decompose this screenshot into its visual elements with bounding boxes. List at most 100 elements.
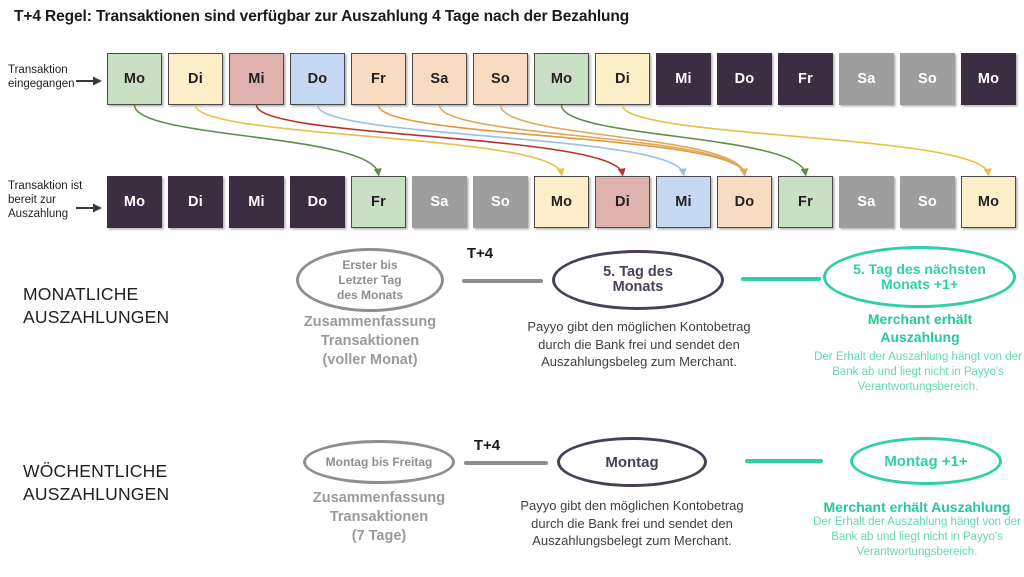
flow-arrow-5-to-10 (438, 104, 748, 177)
day-box-ready-3: Do (290, 176, 345, 228)
day-box-label: Sa (857, 194, 876, 210)
day-box-label: Di (615, 71, 630, 87)
weekly-connector-2 (745, 459, 823, 463)
monthly-title-line1: MONATLICHE (23, 284, 139, 304)
day-box-incoming-1: Di (168, 53, 223, 105)
monthly-step1-line2: Letzter Tag (338, 272, 402, 287)
monthly-step2-line2: Monats (612, 279, 664, 295)
day-box-ready-13: So (900, 176, 955, 228)
day-box-incoming-7: Mo (534, 53, 589, 105)
day-strip-ready: Mo Di Mi Do Fr Sa So Mo Di Mi Do Fr Sa So Mo (107, 176, 1016, 228)
day-box-ready-6: So (473, 176, 528, 228)
day-box-label: Mi (248, 71, 265, 87)
day-box-label: Sa (430, 71, 449, 87)
weekly-section-title: WÖCHENTLICHE AUSZAHLUNGEN (23, 460, 169, 506)
monthly-step2-ellipse[interactable]: 5. Tag des Monats (552, 250, 724, 310)
flow-arrow-7-to-11 (560, 104, 809, 177)
day-box-incoming-5: Sa (412, 53, 467, 105)
day-box-label: So (491, 194, 510, 210)
flow-arrow-6-to-10 (499, 104, 748, 177)
day-box-incoming-2: Mi (229, 53, 284, 105)
monthly-step1-line1: Erster bis (342, 257, 398, 272)
day-box-incoming-10: Do (717, 53, 772, 105)
day-box-label: Mi (675, 194, 692, 210)
day-box-ready-14: Mo (961, 176, 1016, 228)
weekly-step2-ellipse[interactable]: Montag (557, 437, 707, 487)
weekly-step1-caption-line2: Transaktionen (329, 509, 429, 525)
weekly-step3-caption-bold: Merchant erhält Auszahlung (810, 498, 1024, 516)
monthly-step3-bold-line2: Auszahlung (880, 329, 960, 345)
flow-arrow-8-to-14 (621, 104, 992, 177)
flow-arrow-3-to-9 (316, 104, 687, 177)
day-box-label: Mo (550, 194, 573, 210)
monthly-step1-caption-line2: Transaktionen (320, 333, 420, 349)
day-box-ready-10: Do (717, 176, 772, 228)
monthly-connector-2 (741, 277, 821, 281)
flow-arrow-2-to-8 (255, 104, 626, 177)
day-box-label: Fr (798, 71, 813, 87)
monthly-step3-bold-line1: Merchant erhält (867, 311, 973, 327)
day-box-label: Fr (371, 194, 386, 210)
day-box-label: Di (188, 194, 203, 210)
day-box-incoming-6: So (473, 53, 528, 105)
day-box-incoming-14: Mo (961, 53, 1016, 105)
monthly-title-line2: AUSZAHLUNGEN (23, 307, 170, 327)
day-box-label: Sa (430, 194, 449, 210)
monthly-step3-line1: 5. Tag des nächsten (853, 261, 986, 277)
day-box-incoming-9: Mi (656, 53, 711, 105)
monthly-step2-caption: Payyo gibt den möglichen Kontobetrag dur… (527, 319, 751, 369)
row-label-incoming: Transaktion eingegangen (8, 64, 75, 90)
weekly-step3-caption-small: Der Erhalt der Auszahlung hängt von der … (813, 516, 1021, 558)
day-box-label: So (918, 71, 937, 87)
flow-arrow-1-to-7 (194, 104, 565, 177)
day-box-ready-8: Di (595, 176, 650, 228)
day-box-ready-7: Mo (534, 176, 589, 228)
day-box-label: Mo (123, 194, 146, 210)
weekly-step2-caption: Payyo gibt den möglichen Kontobetrag dur… (520, 498, 744, 548)
monthly-step1-caption-line3: (voller Monat) (322, 352, 418, 368)
monthly-step3-caption-small: Der Erhalt der Auszahlung hängt von der … (814, 351, 1022, 393)
weekly-title-line2: AUSZAHLUNGEN (23, 484, 170, 504)
page-title: T+4 Regel: Transaktionen sind verfügbar … (14, 8, 630, 25)
day-box-label: Di (615, 194, 630, 210)
day-box-label: Di (188, 71, 203, 87)
day-box-ready-9: Mi (656, 176, 711, 228)
day-box-ready-4: Fr (351, 176, 406, 228)
flow-arrow-4-to-10 (377, 104, 748, 177)
weekly-connector-1 (464, 461, 548, 465)
day-box-incoming-8: Di (595, 53, 650, 105)
day-box-ready-5: Sa (412, 176, 467, 228)
monthly-step1-caption: Zusammenfassung Transaktionen (voller Mo… (268, 313, 472, 370)
day-box-label: So (918, 194, 937, 210)
day-box-label: Do (734, 194, 755, 210)
monthly-tplus4-label: T+4 (466, 245, 494, 262)
day-box-ready-0: Mo (107, 176, 162, 228)
day-box-label: Fr (371, 71, 386, 87)
monthly-step3-line2: Monats +1+ (880, 276, 959, 292)
weekly-step3-ellipse[interactable]: Montag +1+ (850, 437, 1002, 485)
monthly-connector-1 (462, 279, 543, 283)
monthly-step3-ellipse[interactable]: 5. Tag des nächsten Monats +1+ (823, 246, 1016, 308)
day-box-label: Mi (675, 71, 692, 87)
weekly-step1-ellipse[interactable]: Montag bis Freitag (303, 440, 455, 484)
day-box-incoming-12: Sa (839, 53, 894, 105)
day-box-label: Mi (248, 194, 265, 210)
day-box-incoming-0: Mo (107, 53, 162, 105)
monthly-step1-line3: des Monats (336, 287, 403, 302)
day-box-incoming-3: Do (290, 53, 345, 105)
weekly-step3-line1: Montag +1+ (884, 452, 968, 470)
weekly-tplus4-label: T+4 (473, 437, 501, 454)
weekly-step1-caption-line1: Zusammenfassung (312, 490, 446, 506)
day-box-label: Do (307, 71, 328, 87)
day-box-label: Mo (123, 71, 146, 87)
right-arrow-icon (76, 203, 102, 213)
weekly-step1-caption-line3: (7 Tage) (351, 528, 407, 544)
day-box-ready-12: Sa (839, 176, 894, 228)
day-box-ready-2: Mi (229, 176, 284, 228)
right-arrow-icon (76, 76, 102, 86)
day-box-ready-1: Di (168, 176, 223, 228)
monthly-step1-ellipse[interactable]: Erster bis Letzter Tag des Monats (296, 248, 444, 312)
monthly-step3-caption-bold: Merchant erhält Auszahlung (829, 310, 1011, 346)
day-box-ready-11: Fr (778, 176, 833, 228)
day-box-label: Sa (857, 71, 876, 87)
